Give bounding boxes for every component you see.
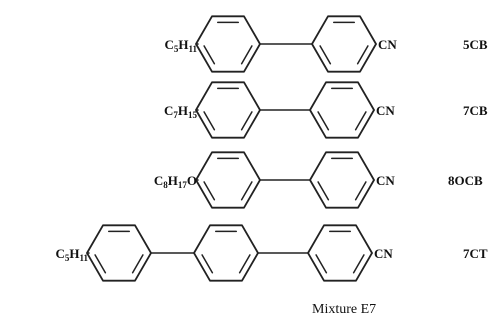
double-bond [203,111,216,131]
double-bond [131,254,144,274]
double-bond [317,111,330,131]
benzene-ring [86,224,152,282]
molecule-row-7ct: C5H11 CN 7CT [55,224,488,282]
ring-outline [311,15,377,73]
double-bond [319,45,332,65]
double-bond [240,181,253,201]
substituent-label: C5H11 [164,37,197,54]
double-bond [315,254,328,274]
benzene-ring [193,224,259,282]
benzene-ring [307,224,373,282]
ring-outline [193,224,259,282]
cn-group-label: CN [376,173,395,188]
benzene-ring [309,81,375,139]
cn-group-label: CN [376,103,395,118]
benzene-ring [195,81,261,139]
benzene-ring [195,151,261,209]
compound-code: 7CT [463,246,488,261]
cn-group-label: CN [374,246,393,261]
ring-outline [195,15,261,73]
molecule-row-8ocb: C8H17O CN 8OCB [154,151,483,209]
double-bond [352,254,365,274]
double-bond [94,254,107,274]
double-bond [203,45,216,65]
molecule-row-5cb: C5H11 CN 5CB [164,15,488,73]
double-bond [238,254,251,274]
benzene-ring [311,15,377,73]
double-bond [240,111,253,131]
ring-outline [307,224,373,282]
double-bond [317,181,330,201]
ring-outline [309,81,375,139]
ring-outline [86,224,152,282]
ring-outline [195,151,261,209]
cn-group-label: CN [378,37,397,52]
double-bond [201,254,214,274]
double-bond [356,45,369,65]
double-bond [354,181,367,201]
ring-outline [309,151,375,209]
substituent-label: C8H17O [154,173,197,190]
compound-code: 5CB [463,37,488,52]
benzene-ring [309,151,375,209]
substituent-label: C5H11 [55,246,88,263]
double-bond [354,111,367,131]
double-bond [203,181,216,201]
benzene-ring [195,15,261,73]
figure-caption: Mixture E7 [312,302,376,317]
compound-code: 8OCB [448,173,483,188]
double-bond [240,45,253,65]
substituent-label: C7H15 [164,103,198,120]
compound-code: 7CB [463,103,488,118]
molecule-row-7cb: C7H15 CN 7CB [164,81,488,139]
ring-outline [195,81,261,139]
